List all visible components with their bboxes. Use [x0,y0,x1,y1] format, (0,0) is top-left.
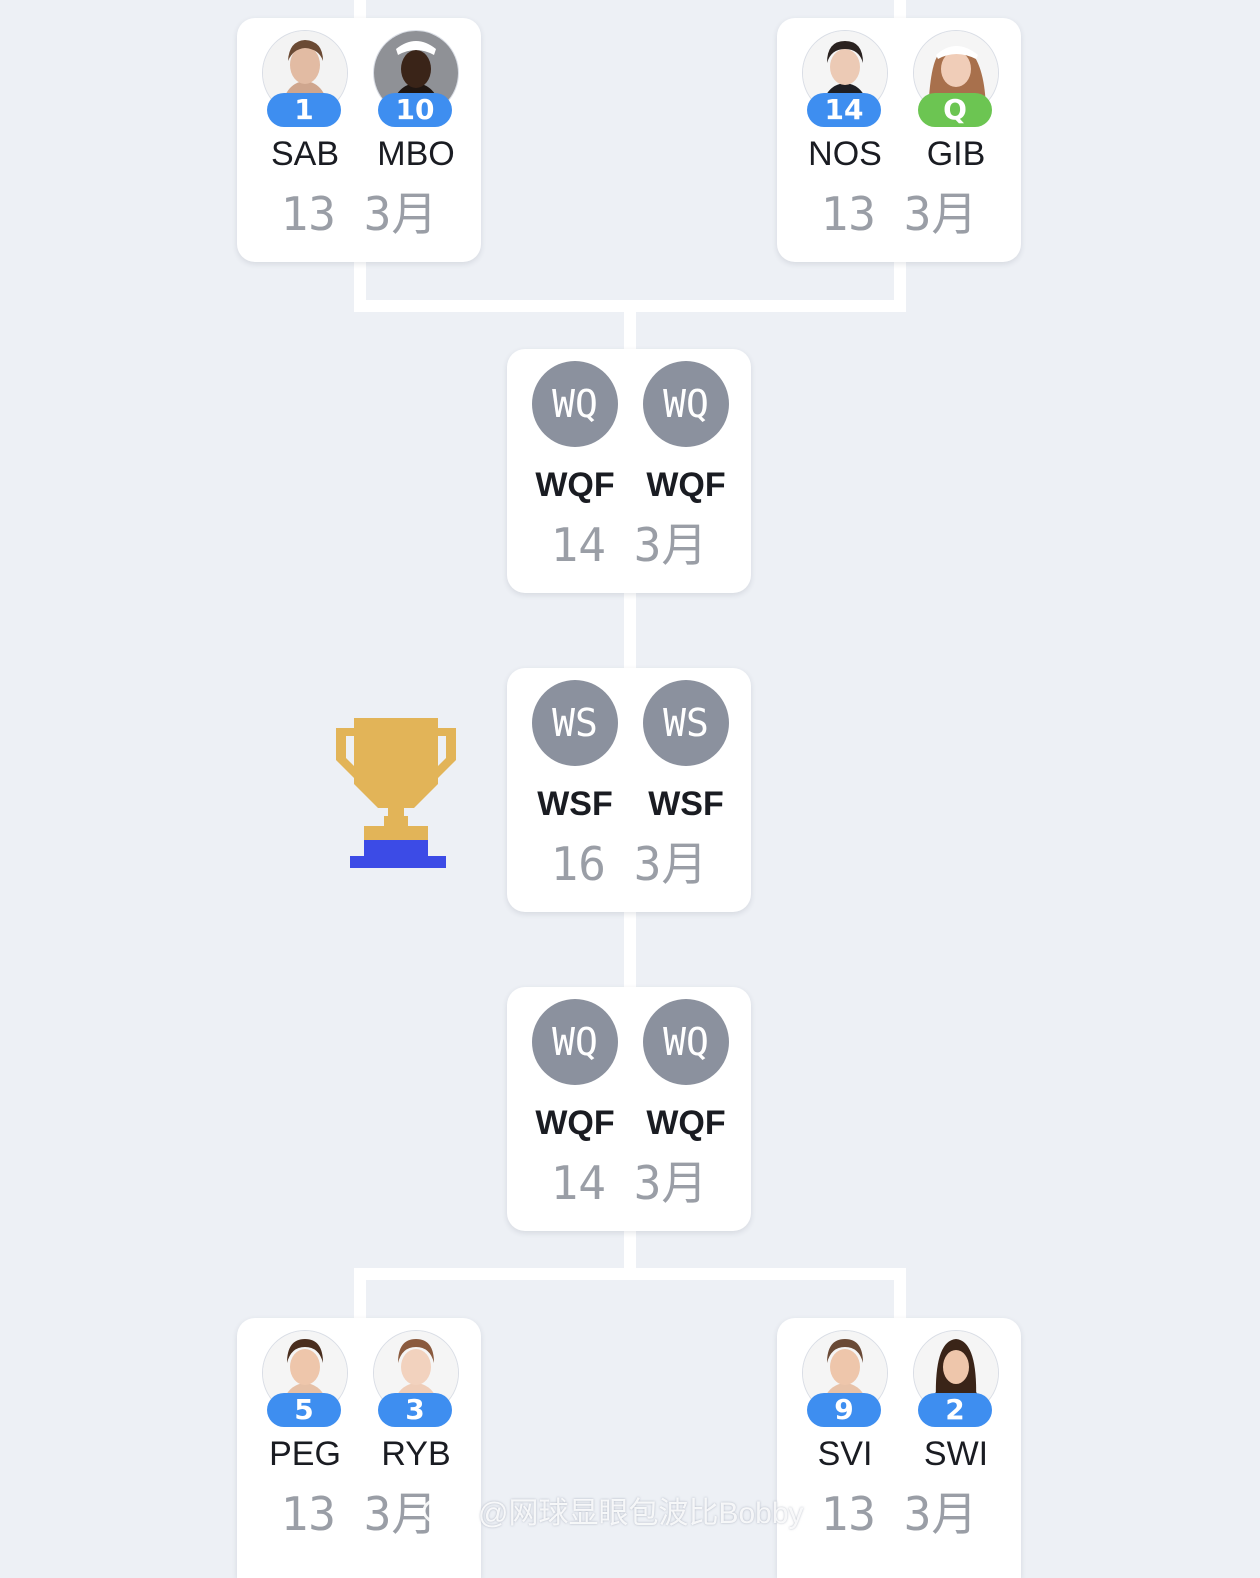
player-code: RYB [381,1435,451,1473]
seed-badge: 3 [378,1393,452,1427]
player-slot: WQ WQF [532,999,618,1149]
connector-line [354,0,366,18]
match-card-nos-gib[interactable]: 14 NOS Q GIB 13 3月 [777,18,1021,262]
match-card-quarterfinal-1[interactable]: WQ WQF WQ WQF 14 3月 [507,349,751,593]
match-date: 14 3月 [550,518,708,572]
seed-badge: 5 [267,1393,341,1427]
qualifier-badge: Q [918,93,992,127]
match-date: 13 3月 [280,187,438,241]
match-date: 13 3月 [820,187,978,241]
connector-line [894,262,906,312]
seed-badge: 10 [378,93,452,127]
match-card-semifinal[interactable]: WS WSF WS WSF 16 3月 [507,668,751,912]
watermark: @网球显眼包波比Bobby [422,1487,842,1537]
connector-line [894,0,906,18]
match-date: 16 3月 [550,837,708,891]
player-slot: Q GIB [913,30,999,180]
player-code: SWI [923,1435,989,1473]
player-code: PEG [269,1435,341,1473]
connector-line [354,262,366,312]
player-slot: 2 SWI [913,1330,999,1480]
placeholder-avatar: WQ [532,361,618,447]
seed-badge: 9 [807,1393,881,1427]
player-slot: 5 PEG [262,1330,348,1480]
placeholder-avatar: WQ [643,999,729,1085]
match-date: 13 3月 [820,1487,978,1541]
player-code: WSF [537,785,613,823]
seed-badge: 1 [267,93,341,127]
player-slot: WS WSF [643,680,729,830]
player-slot: 3 RYB [373,1330,459,1480]
player-slot: WQ WQF [643,361,729,511]
connector-line [354,1268,366,1320]
seed-badge: 14 [807,93,881,127]
player-slot: 14 NOS [802,30,888,180]
player-code: WSF [648,785,724,823]
placeholder-avatar: WS [532,680,618,766]
player-code: NOS [808,135,882,173]
player-slot: WQ WQF [532,361,618,511]
player-code: SVI [817,1435,873,1473]
match-card-svi-swi[interactable]: 9 SVI 2 SWI 13 3月 [777,1318,1021,1578]
match-card-peg-ryb[interactable]: 5 PEG 3 RYB 13 3月 [237,1318,481,1578]
player-code: WQF [646,1104,726,1142]
seed-badge: 2 [918,1393,992,1427]
placeholder-avatar: WS [643,680,729,766]
player-slot: WQ WQF [643,999,729,1149]
player-code: MBO [377,135,455,173]
match-card-quarterfinal-2[interactable]: WQ WQF WQ WQF 14 3月 [507,987,751,1231]
match-date: 14 3月 [550,1156,708,1210]
player-slot: 10 MBO [373,30,459,180]
player-code: GIB [926,135,986,173]
watermark-text: @网球显眼包波比Bobby [478,1496,804,1530]
player-slot: WS WSF [532,680,618,830]
match-card-sab-mbo[interactable]: 1 SAB 10 MBO 13 3月 [237,18,481,262]
weibo-icon [422,1487,474,1543]
match-date: 13 3月 [280,1487,438,1541]
player-slot: 1 SAB [262,30,348,180]
placeholder-avatar: WQ [532,999,618,1085]
player-slot: 9 SVI [802,1330,888,1480]
trophy-icon [334,716,458,870]
player-code: WQF [535,466,615,504]
placeholder-avatar: WQ [643,361,729,447]
connector-line [894,1268,906,1320]
player-code: SAB [270,135,340,173]
connector-line [354,1268,906,1280]
player-code: WQF [646,466,726,504]
player-code: WQF [535,1104,615,1142]
